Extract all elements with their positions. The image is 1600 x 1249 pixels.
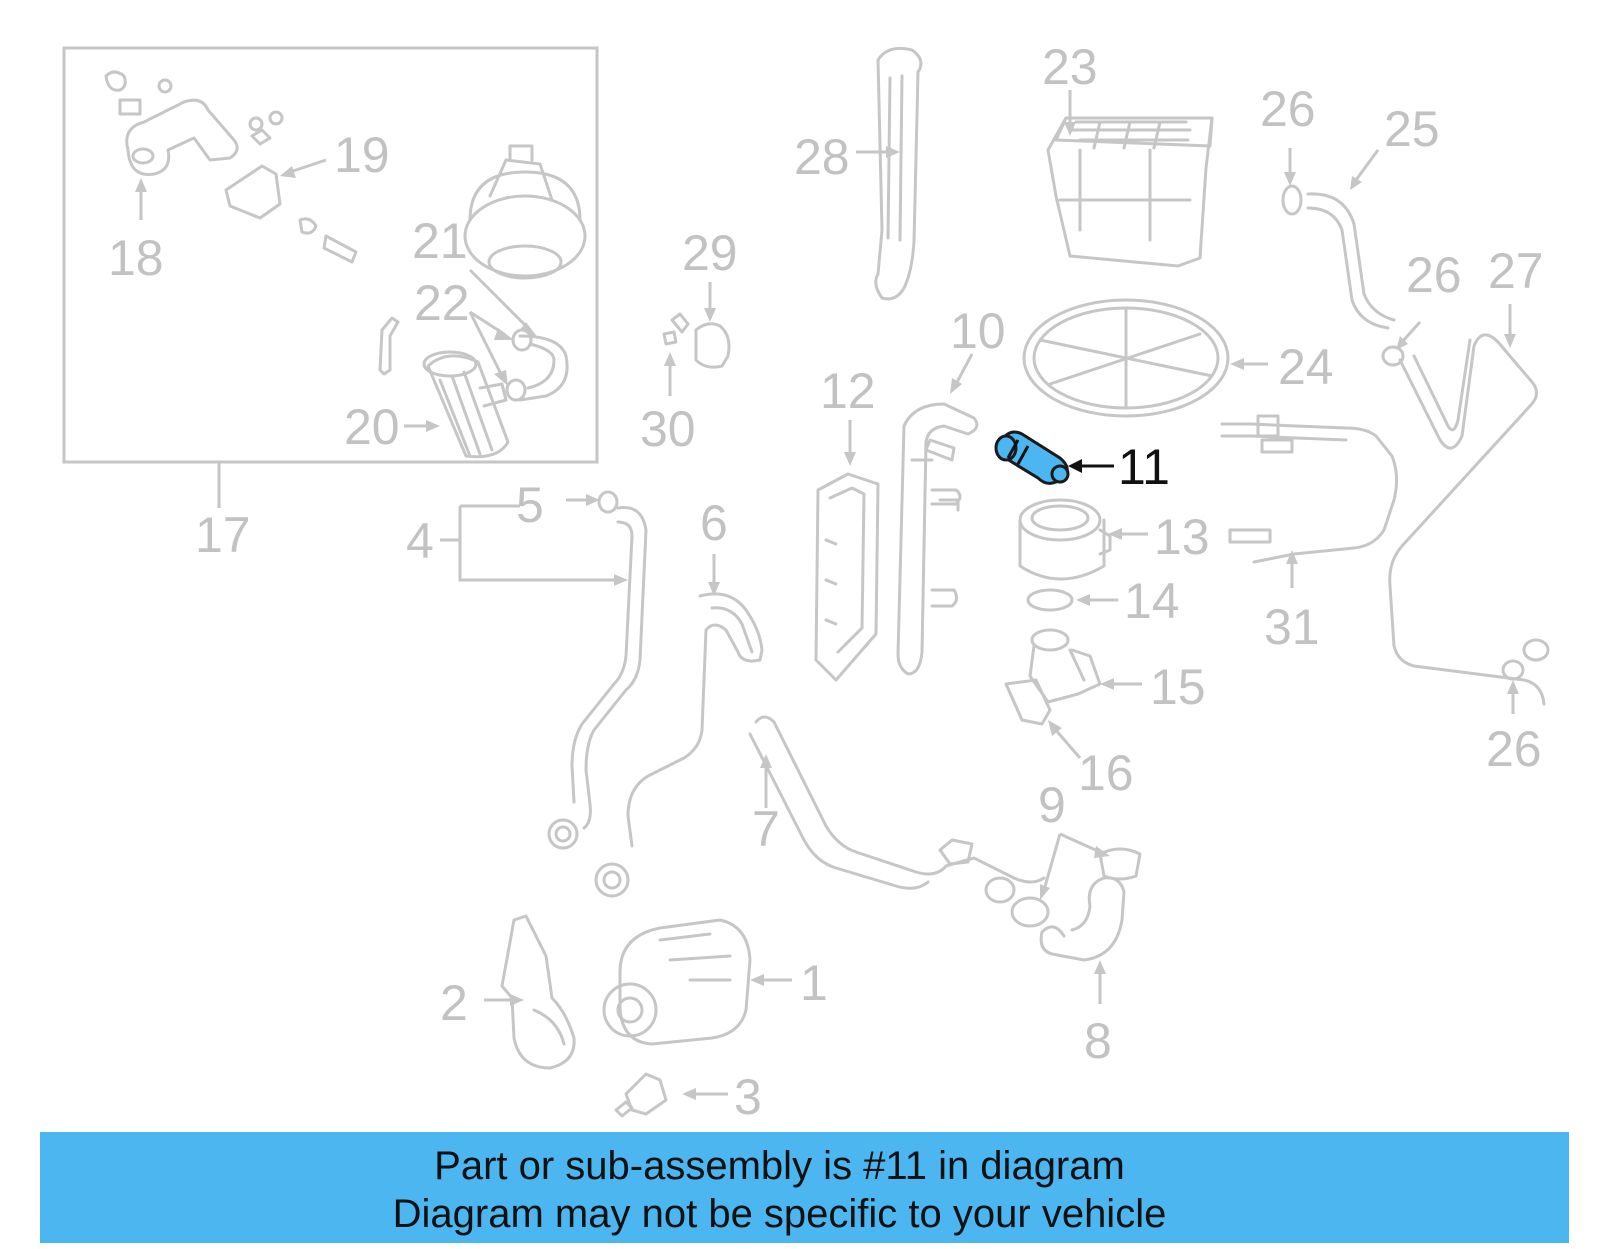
part-15-flange: [1028, 628, 1102, 704]
label-14: 14: [1124, 573, 1180, 629]
part-4-hose: [547, 505, 648, 850]
part-31-sensor: [1220, 414, 1399, 564]
label-28: 28: [794, 129, 850, 185]
part-28-pipe: [874, 46, 923, 301]
label-11-arrow: [1068, 459, 1082, 473]
label-26b: 26: [1406, 247, 1462, 303]
part-26-clamp-a: [1381, 345, 1405, 367]
part-29-cap: [662, 312, 731, 369]
label-2: 2: [440, 975, 468, 1031]
part-18-bracket: [104, 70, 239, 176]
part-13-valve: [1018, 498, 1112, 581]
part-14-gasket: [1026, 588, 1074, 612]
part-22-clamps: [505, 328, 533, 402]
part-19-valve-bracket: [224, 110, 358, 264]
part-27-pipe: [1388, 333, 1550, 706]
part-24-filter-element: [1022, 298, 1230, 418]
label-27: 27: [1488, 243, 1544, 299]
label-26c: 26: [1486, 721, 1542, 777]
part-21-valve-body: [463, 144, 587, 280]
part-20-filter: [378, 316, 510, 459]
label-11: 11: [1118, 439, 1170, 495]
label-4: 4: [406, 513, 434, 569]
part-26-clamp-b: [1501, 659, 1525, 681]
label-20: 20: [344, 399, 400, 455]
part-10-pipe: [896, 402, 979, 676]
part-11-highlighted-elbow: [994, 430, 1070, 485]
info-banner: Part or sub-assembly is #11 in diagram D…: [40, 1132, 1569, 1243]
label-7: 7: [752, 801, 780, 857]
banner-line-1: Part or sub-assembly is #11 in diagram: [434, 1144, 1125, 1188]
label-15: 15: [1150, 659, 1206, 715]
part-3-sensor: [614, 1072, 668, 1118]
label-23: 23: [1042, 39, 1098, 95]
part-9-cap: [1010, 847, 1142, 928]
label-1: 1: [800, 955, 828, 1011]
part-7-pipe: [748, 715, 1046, 904]
label-31: 31: [1264, 599, 1320, 655]
label-17: 17: [195, 507, 251, 563]
part-6-hose: [594, 592, 764, 898]
label-29: 29: [682, 225, 738, 281]
label-6: 6: [700, 495, 728, 551]
label-10: 10: [950, 303, 1006, 359]
part-2-bracket: [500, 914, 576, 1070]
label-30: 30: [640, 401, 696, 457]
label-25: 25: [1384, 101, 1440, 157]
label-5: 5: [516, 477, 544, 533]
part-12-cover: [814, 472, 880, 682]
label-19: 19: [334, 127, 390, 183]
part-23-air-box: [1046, 116, 1214, 268]
label-26: 26: [1260, 81, 1316, 137]
part-21-hose: [518, 334, 569, 402]
part-5-connector: [597, 490, 619, 514]
label-21: 21: [412, 213, 468, 269]
banner-line-2: Diagram may not be specific to your vehi…: [392, 1192, 1167, 1236]
label-12: 12: [820, 363, 876, 419]
label-24: 24: [1278, 339, 1334, 395]
label-16: 16: [1078, 745, 1134, 801]
label-8: 8: [1084, 1013, 1112, 1069]
part-1-air-pump: [602, 918, 752, 1046]
part-16-plate: [1004, 678, 1052, 726]
label-9: 9: [1038, 777, 1066, 833]
part-25-hose: [1281, 184, 1396, 330]
label-13: 13: [1154, 509, 1210, 565]
label-22: 22: [414, 275, 470, 331]
label-18: 18: [108, 230, 164, 286]
part-8-hose: [1039, 876, 1126, 962]
label-3: 3: [734, 1069, 762, 1125]
assembly-17-frame: [62, 46, 599, 464]
